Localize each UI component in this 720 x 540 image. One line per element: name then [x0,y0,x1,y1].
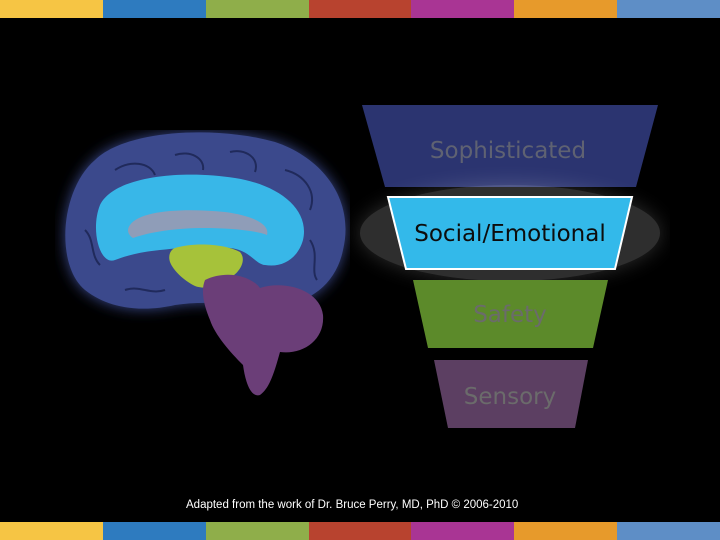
bottom-bar-segment [205,522,309,540]
bottom-bar-segment [617,522,720,540]
tier-sophisticated-shape [362,105,658,187]
brain-inner-ventricle [128,210,268,238]
tier-social-emotional-label: Social/Emotional [414,221,606,247]
tier-safety: Safety [413,280,608,348]
tier-social-emotional-shape [386,196,634,270]
top-bar-segment [411,0,515,18]
top-bar-segment [308,0,412,18]
brain-illustration [65,132,346,396]
top-color-bar [0,0,720,18]
tier-sophisticated-label: Sophisticated [430,138,586,164]
bottom-bar-segment [411,522,515,540]
tier-social-emotional: Social/Emotional [360,185,660,281]
top-bar-segment [617,0,720,18]
bottom-bar-segment [308,522,412,540]
brain-stem-cerebellum [202,274,324,396]
bottom-bar-segment [514,522,618,540]
tier-sensory-label: Sensory [464,384,556,410]
bottom-bar-segment [0,522,103,540]
bottom-bar-segment [102,522,206,540]
attribution-caption: Adapted from the work of Dr. Bruce Perry… [186,499,519,511]
tier-sensory: Sensory [434,360,588,428]
top-bar-segment [102,0,206,18]
tier-sensory-shape [434,360,588,428]
bottom-color-bar [0,522,720,540]
tier-safety-shape [413,280,608,348]
tier-sophisticated: Sophisticated [362,105,658,187]
top-bar-segment [0,0,103,18]
top-bar-segment [514,0,618,18]
brain-hierarchy-funnel: Sophisticated Social/Emotional Safety Se… [360,105,660,428]
top-bar-segment [205,0,309,18]
tier-safety-label: Safety [473,302,547,328]
brain-folds [84,150,318,293]
